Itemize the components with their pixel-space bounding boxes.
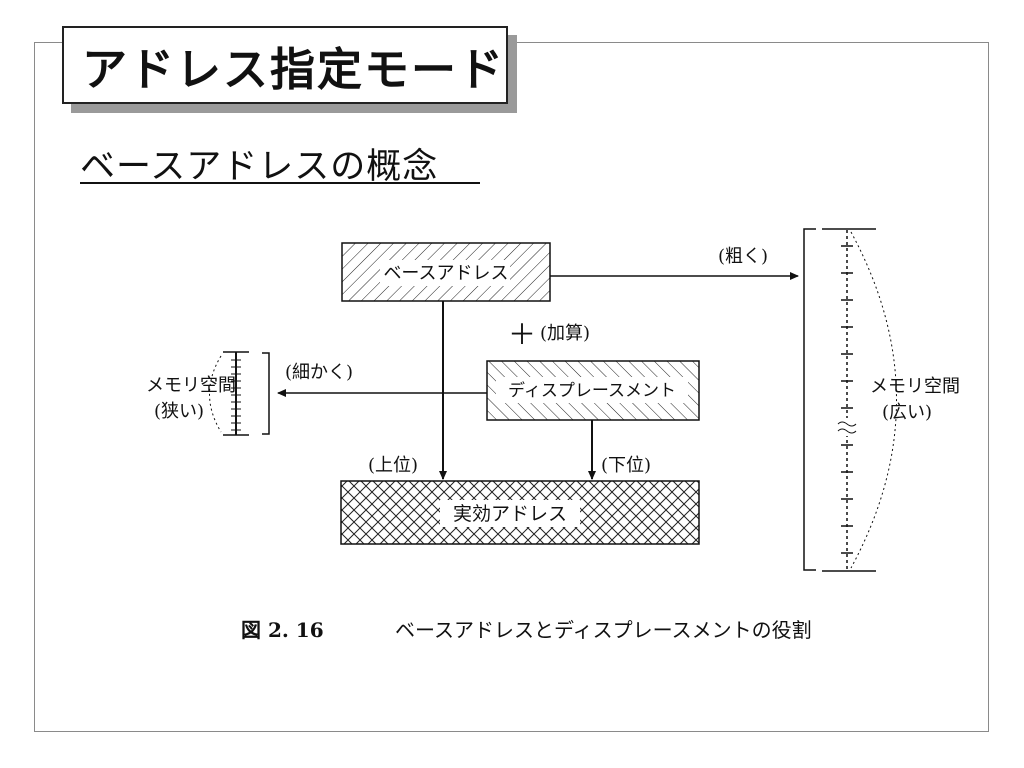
- upper-label: (上位): [368, 455, 418, 476]
- displacement-label: ディスプレースメント: [508, 380, 676, 401]
- fine-label: (細かく): [285, 362, 353, 383]
- page-title: アドレス指定モード: [62, 26, 508, 104]
- effective-address-label: 実効アドレス: [453, 503, 567, 525]
- addition-label: (加算): [540, 323, 590, 344]
- wide-memory-label: メモリ空間: [870, 376, 960, 397]
- figure-caption: ベースアドレスとディスプレースメントの役割: [395, 618, 812, 642]
- narrow-memory-scale: [209, 351, 270, 436]
- wide-label: (広い): [882, 402, 932, 423]
- figure-number: 図 2. 16: [241, 618, 324, 642]
- narrow-label: (狭い): [154, 401, 204, 422]
- page-title-text: アドレス指定モード: [82, 42, 506, 96]
- base-address-label: ベースアドレス: [383, 263, 508, 284]
- coarse-label: (粗く): [718, 246, 768, 267]
- effective-address-box: 実効アドレス: [340, 480, 700, 545]
- displacement-box: ディスプレースメント: [486, 360, 700, 421]
- plus-sign: ＋: [508, 318, 536, 351]
- base-address-box: ベースアドレス: [341, 242, 551, 302]
- section-subtitle: ベースアドレスの概念: [80, 147, 439, 187]
- wide-memory-scale: [803, 228, 897, 572]
- lower-label: (下位): [601, 455, 651, 476]
- subtitle-underline: [80, 182, 480, 184]
- narrow-memory-label: メモリ空間: [146, 375, 236, 396]
